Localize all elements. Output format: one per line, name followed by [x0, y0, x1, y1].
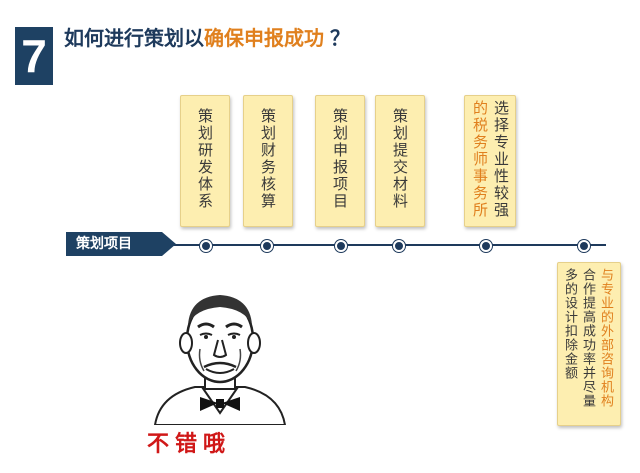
step-card-text: 策划申报项目 [331, 108, 349, 210]
step-card-text-col1: 与专业的外部咨询机构 [598, 268, 613, 408]
step-card: 策划申报项目 [315, 95, 365, 227]
slide-number: 7 [15, 27, 53, 85]
step-card: 策划提交材料 [375, 95, 425, 227]
step-card-text: 策划研发体系 [196, 108, 214, 210]
step-card-text: 策划财务核算 [259, 108, 277, 210]
step-card: 选择专业性较强 的税务师事务所 [464, 95, 516, 227]
timeline-dot [480, 240, 492, 252]
step-card-text-col2: 合作提高成功率并尽量 [580, 268, 595, 408]
timeline-tag: 策划项目 [66, 232, 176, 256]
timeline-dot [393, 240, 405, 252]
step-card: 与专业的外部咨询机构 合作提高成功率并尽量 多的设计扣除金额 [557, 262, 621, 426]
step-card: 策划财务核算 [243, 95, 293, 227]
meme-caption: 不错哦 [147, 432, 232, 457]
timeline-dot [335, 240, 347, 252]
timeline-dot [578, 240, 590, 252]
timeline-dot [200, 240, 212, 252]
step-card-text-col3: 多的设计扣除金额 [562, 268, 577, 380]
timeline-dot [261, 240, 273, 252]
step-card-text-col2: 的税务师事务所 [471, 100, 489, 219]
title-highlight: 确保申报成功 [204, 26, 324, 50]
step-card-text-col1: 选择专业性较强 [492, 100, 510, 219]
step-card-text: 策划提交材料 [391, 108, 409, 210]
meme-face-illustration [150, 285, 290, 426]
title-question-mark: ？ [330, 26, 350, 50]
page-title: 如何进行策划以确保申报成功？ [64, 22, 350, 51]
step-card: 策划研发体系 [180, 95, 230, 227]
title-text: 如何进行策划以 [64, 26, 204, 50]
